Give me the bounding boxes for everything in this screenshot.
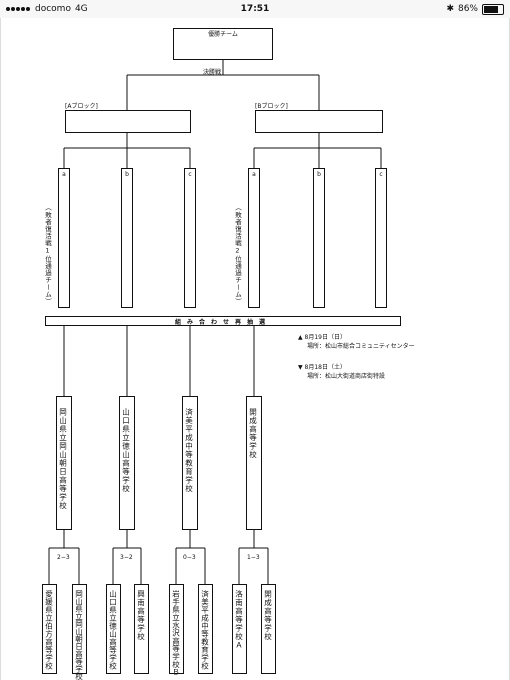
slot-a-1 [58,168,70,308]
block-a-label: [Aブロック] [65,103,98,110]
slot-b-1 [121,168,133,308]
team-box-5 [169,584,184,674]
team-name-6: 済美平成中等教育学校 [200,590,210,670]
team-box-4 [134,584,149,674]
winner-school-4: 開成高等学校 [248,408,258,459]
slot-letter: c [379,171,383,178]
redraw-label: 組み合わせ再抽選 [174,319,271,326]
match-score-1: 2−3 [57,554,70,561]
team-name-1: 愛媛県立伯方高等学校 [44,590,54,670]
redraw-bar [45,316,401,326]
winner-box-1 [56,396,72,530]
note-final-place: 場所：松山市総合コミュニティセンター [307,343,415,350]
repechage-1-label: （敗者復活戦1位通過チーム） [43,204,52,305]
note-final-date: ▲ 8月19日（日） [298,334,346,341]
winner-school-1: 岡山県立岡山朝日高等学校 [58,408,68,510]
battery-icon [482,3,504,15]
status-bar: docomo 4G 17:51 ✱ 86% [0,0,510,18]
final-label: 決勝戦 [203,69,222,76]
team-box-8 [261,584,276,674]
team-box-7 [232,584,247,674]
team-box-6 [198,584,213,674]
repechage-2-label: （敗者復活戦2位通過チーム） [233,204,242,305]
team-box-1 [42,584,57,674]
block-b-label: [Bブロック] [255,103,288,110]
team-name-8: 開成高等学校 [263,590,273,641]
match-score-4: 1−3 [247,554,260,561]
team-name-5: 岩手県立水沢高等学校Ｂ [171,590,181,676]
team-name-7: 洛南高等学校Ａ [234,590,244,650]
champion-box [173,28,273,60]
slot-letter: a [62,171,66,178]
network-type: 4G [74,4,88,14]
status-left: docomo 4G [6,4,88,14]
note-semi-place: 場所：松山大街道商店街特設 [307,373,386,380]
winner-box-4 [246,396,262,530]
clock: 17:51 [240,4,270,14]
block-a-box [65,110,191,133]
team-name-2: 岡山県立岡山朝日高等学校 [74,590,84,680]
slot-letter: b [317,171,321,178]
slot-letter: c [188,171,192,178]
battery-percent: 86% [457,4,478,14]
match-score-2: 3−2 [120,554,133,561]
carrier-name: docomo [35,4,71,14]
champion-label: 優勝チーム [208,31,238,38]
team-name-3: 山口県立徳山高等学校 [108,590,118,670]
document-page[interactable]: 優勝チーム 決勝戦 [Aブロック] [Bブロック] a b c a b c （敗… [0,18,510,680]
bluetooth-icon: ✱ [446,4,454,14]
block-b-box [255,110,383,133]
bracket-lines [48,37,387,584]
slot-b-2 [313,168,325,308]
slot-letter: b [125,171,129,178]
winner-school-3: 済美平成中等教育学校 [184,408,194,493]
team-box-3 [106,584,121,674]
winner-box-2 [119,396,135,530]
team-name-4: 興南高等学校 [136,590,146,641]
slot-letter: a [252,171,256,178]
winner-school-2: 山口県立徳山高等学校 [121,408,131,493]
team-box-2 [72,584,87,674]
signal-icon [6,4,31,14]
winner-box-3 [182,396,198,530]
battery-fill [484,5,498,13]
slot-a-2 [248,168,260,308]
note-semi-date: ▼ 8月18日（土） [298,364,346,371]
match-score-3: 0−3 [183,554,196,561]
slot-c-1 [184,168,196,308]
slot-c-2 [375,168,387,308]
status-right: ✱ 86% [446,3,504,15]
